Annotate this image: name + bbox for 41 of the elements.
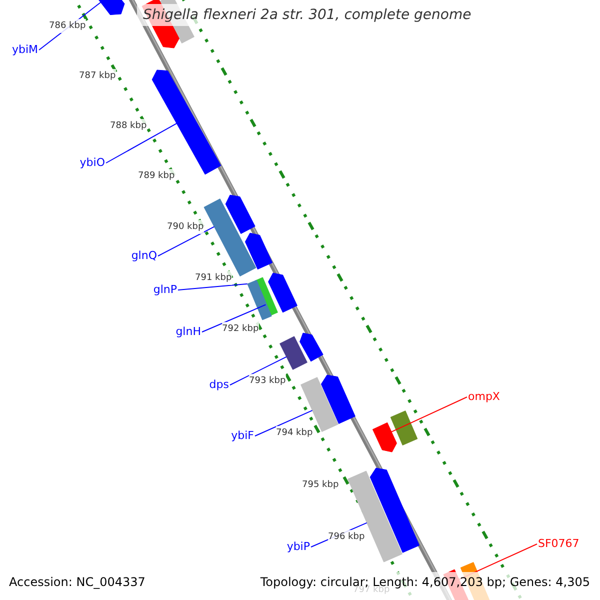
gene-bar <box>390 410 418 446</box>
gene-label: ybiF <box>231 429 254 443</box>
scale-label: 792 kbp <box>222 322 259 336</box>
scale-label: 787 kbp <box>79 69 116 83</box>
gene-bar <box>96 0 125 16</box>
gene-label: ybiP <box>286 540 310 554</box>
gene-label: dps <box>209 378 229 392</box>
scale-label: 791 kbp <box>195 271 232 285</box>
scale-label: 796 kbp <box>328 530 365 544</box>
leader-line <box>230 356 287 386</box>
scale-label: 793 kbp <box>249 374 286 388</box>
scale-label: 788 kbp <box>110 119 147 133</box>
gene-bar <box>372 422 397 452</box>
gene-bar <box>247 280 272 320</box>
gene-bar <box>300 332 324 362</box>
gene-bar <box>320 374 356 424</box>
leader-line <box>254 410 313 436</box>
gene-bar <box>225 194 256 234</box>
leader-line <box>202 304 266 332</box>
scale-label: 794 kbp <box>276 426 313 440</box>
gene-label: glnH <box>176 325 201 339</box>
scale-label: 789 kbp <box>138 169 175 183</box>
gene-label: ybiO <box>80 156 105 170</box>
gene-bar <box>244 232 273 270</box>
leader-line <box>106 122 178 164</box>
gene-bar <box>370 468 420 553</box>
accession-text: Accession: NC_004337 <box>9 575 146 589</box>
scale-label: 790 kbp <box>167 220 204 234</box>
gene-label: ybiM <box>12 43 38 57</box>
leader-line <box>391 396 468 432</box>
gene-label: glnQ <box>131 249 157 263</box>
gene-label: glnP <box>153 283 177 297</box>
gene-label: ompX <box>468 390 500 404</box>
scale-label: 795 kbp <box>302 478 339 492</box>
scale-label: 786 kbp <box>49 19 86 33</box>
gene-bar <box>268 272 298 313</box>
gene-label: SF0767 <box>538 537 580 551</box>
gene-bar <box>348 470 402 562</box>
leader-line <box>178 283 248 290</box>
leader-line <box>158 226 215 256</box>
gene-bar <box>280 336 308 370</box>
